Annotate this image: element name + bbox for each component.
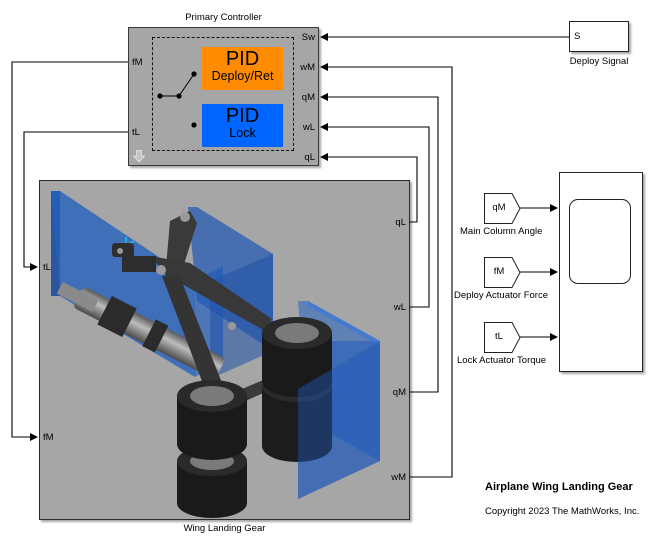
port-out-wm: wM bbox=[391, 472, 406, 483]
wire-fm[interactable] bbox=[11, 61, 128, 441]
wheel bbox=[262, 317, 332, 397]
primary-controller-block[interactable]: PID Deploy/Ret PID Lock fM tL Sw wM qM w… bbox=[128, 27, 319, 166]
from-tag-qm: qM bbox=[492, 202, 506, 213]
wire-qm[interactable] bbox=[320, 93, 439, 393]
scope-block[interactable] bbox=[559, 172, 643, 372]
port-in-ql: qL bbox=[304, 152, 315, 163]
switch-icon bbox=[157, 71, 197, 128]
pid-lock-subtitle: Lock bbox=[229, 126, 256, 140]
pid-deploy-title: PID bbox=[225, 48, 260, 70]
port-in-sw: Sw bbox=[301, 32, 315, 43]
wing-landing-gear-block[interactable]: tL fM qL wL qM wM bbox=[39, 180, 410, 520]
copyright-text: Copyright 2023 The MathWorks, Inc. bbox=[485, 506, 640, 517]
down-arrow-icon[interactable] bbox=[133, 150, 145, 163]
main-strut-link bbox=[162, 276, 226, 397]
from-block-tl[interactable] bbox=[484, 322, 522, 353]
from-tag-tl: tL bbox=[495, 331, 503, 342]
port-in-wl: wL bbox=[302, 122, 315, 133]
port-in-wm: wM bbox=[300, 62, 315, 73]
subsystem-boundary bbox=[152, 37, 294, 151]
landing-gear-3d-render bbox=[51, 191, 380, 518]
primary-controller-label: Primary Controller bbox=[185, 12, 262, 23]
wire-tl[interactable] bbox=[23, 131, 128, 271]
from-block-qm[interactable] bbox=[484, 193, 522, 224]
pid-lock-title: PID bbox=[225, 105, 260, 127]
port-out-wl: wL bbox=[393, 302, 406, 313]
wing-landing-gear-label: Wing Landing Gear bbox=[183, 523, 266, 534]
deploy-signal-label: Deploy Signal bbox=[569, 56, 629, 67]
from-label-fm: Deploy Actuator Force bbox=[454, 290, 548, 301]
port-out-tl: tL bbox=[132, 127, 140, 138]
wire-wl[interactable] bbox=[320, 123, 430, 308]
port-in-fm: fM bbox=[43, 432, 54, 443]
model-title: Airplane Wing Landing Gear bbox=[485, 481, 633, 493]
pid-deploy-block: PID Deploy/Ret bbox=[202, 47, 283, 90]
pid-lock-block: PID Lock bbox=[202, 104, 283, 147]
port-out-ql: qL bbox=[395, 217, 406, 228]
scope-icon bbox=[569, 199, 631, 284]
port-out-fm: fM bbox=[132, 57, 143, 68]
wire-ql[interactable] bbox=[320, 153, 418, 223]
drag-brace bbox=[150, 256, 272, 331]
deploy-signal-port: S bbox=[574, 31, 581, 42]
from-label-qm: Main Column Angle bbox=[460, 226, 543, 237]
wire-wm[interactable] bbox=[320, 63, 453, 478]
port-in-qm: qM bbox=[301, 92, 315, 103]
port-in-tl: tL bbox=[43, 262, 51, 273]
deploy-signal-block[interactable]: S bbox=[569, 21, 629, 52]
from-label-tl: Lock Actuator Torque bbox=[457, 355, 547, 366]
from-tag-fm: fM bbox=[493, 266, 505, 277]
port-out-qm: qM bbox=[392, 387, 406, 398]
pid-deploy-subtitle: Deploy/Ret bbox=[211, 69, 274, 83]
wheel bbox=[177, 380, 247, 460]
from-block-fm[interactable] bbox=[484, 257, 522, 288]
wall-panel bbox=[308, 301, 380, 346]
